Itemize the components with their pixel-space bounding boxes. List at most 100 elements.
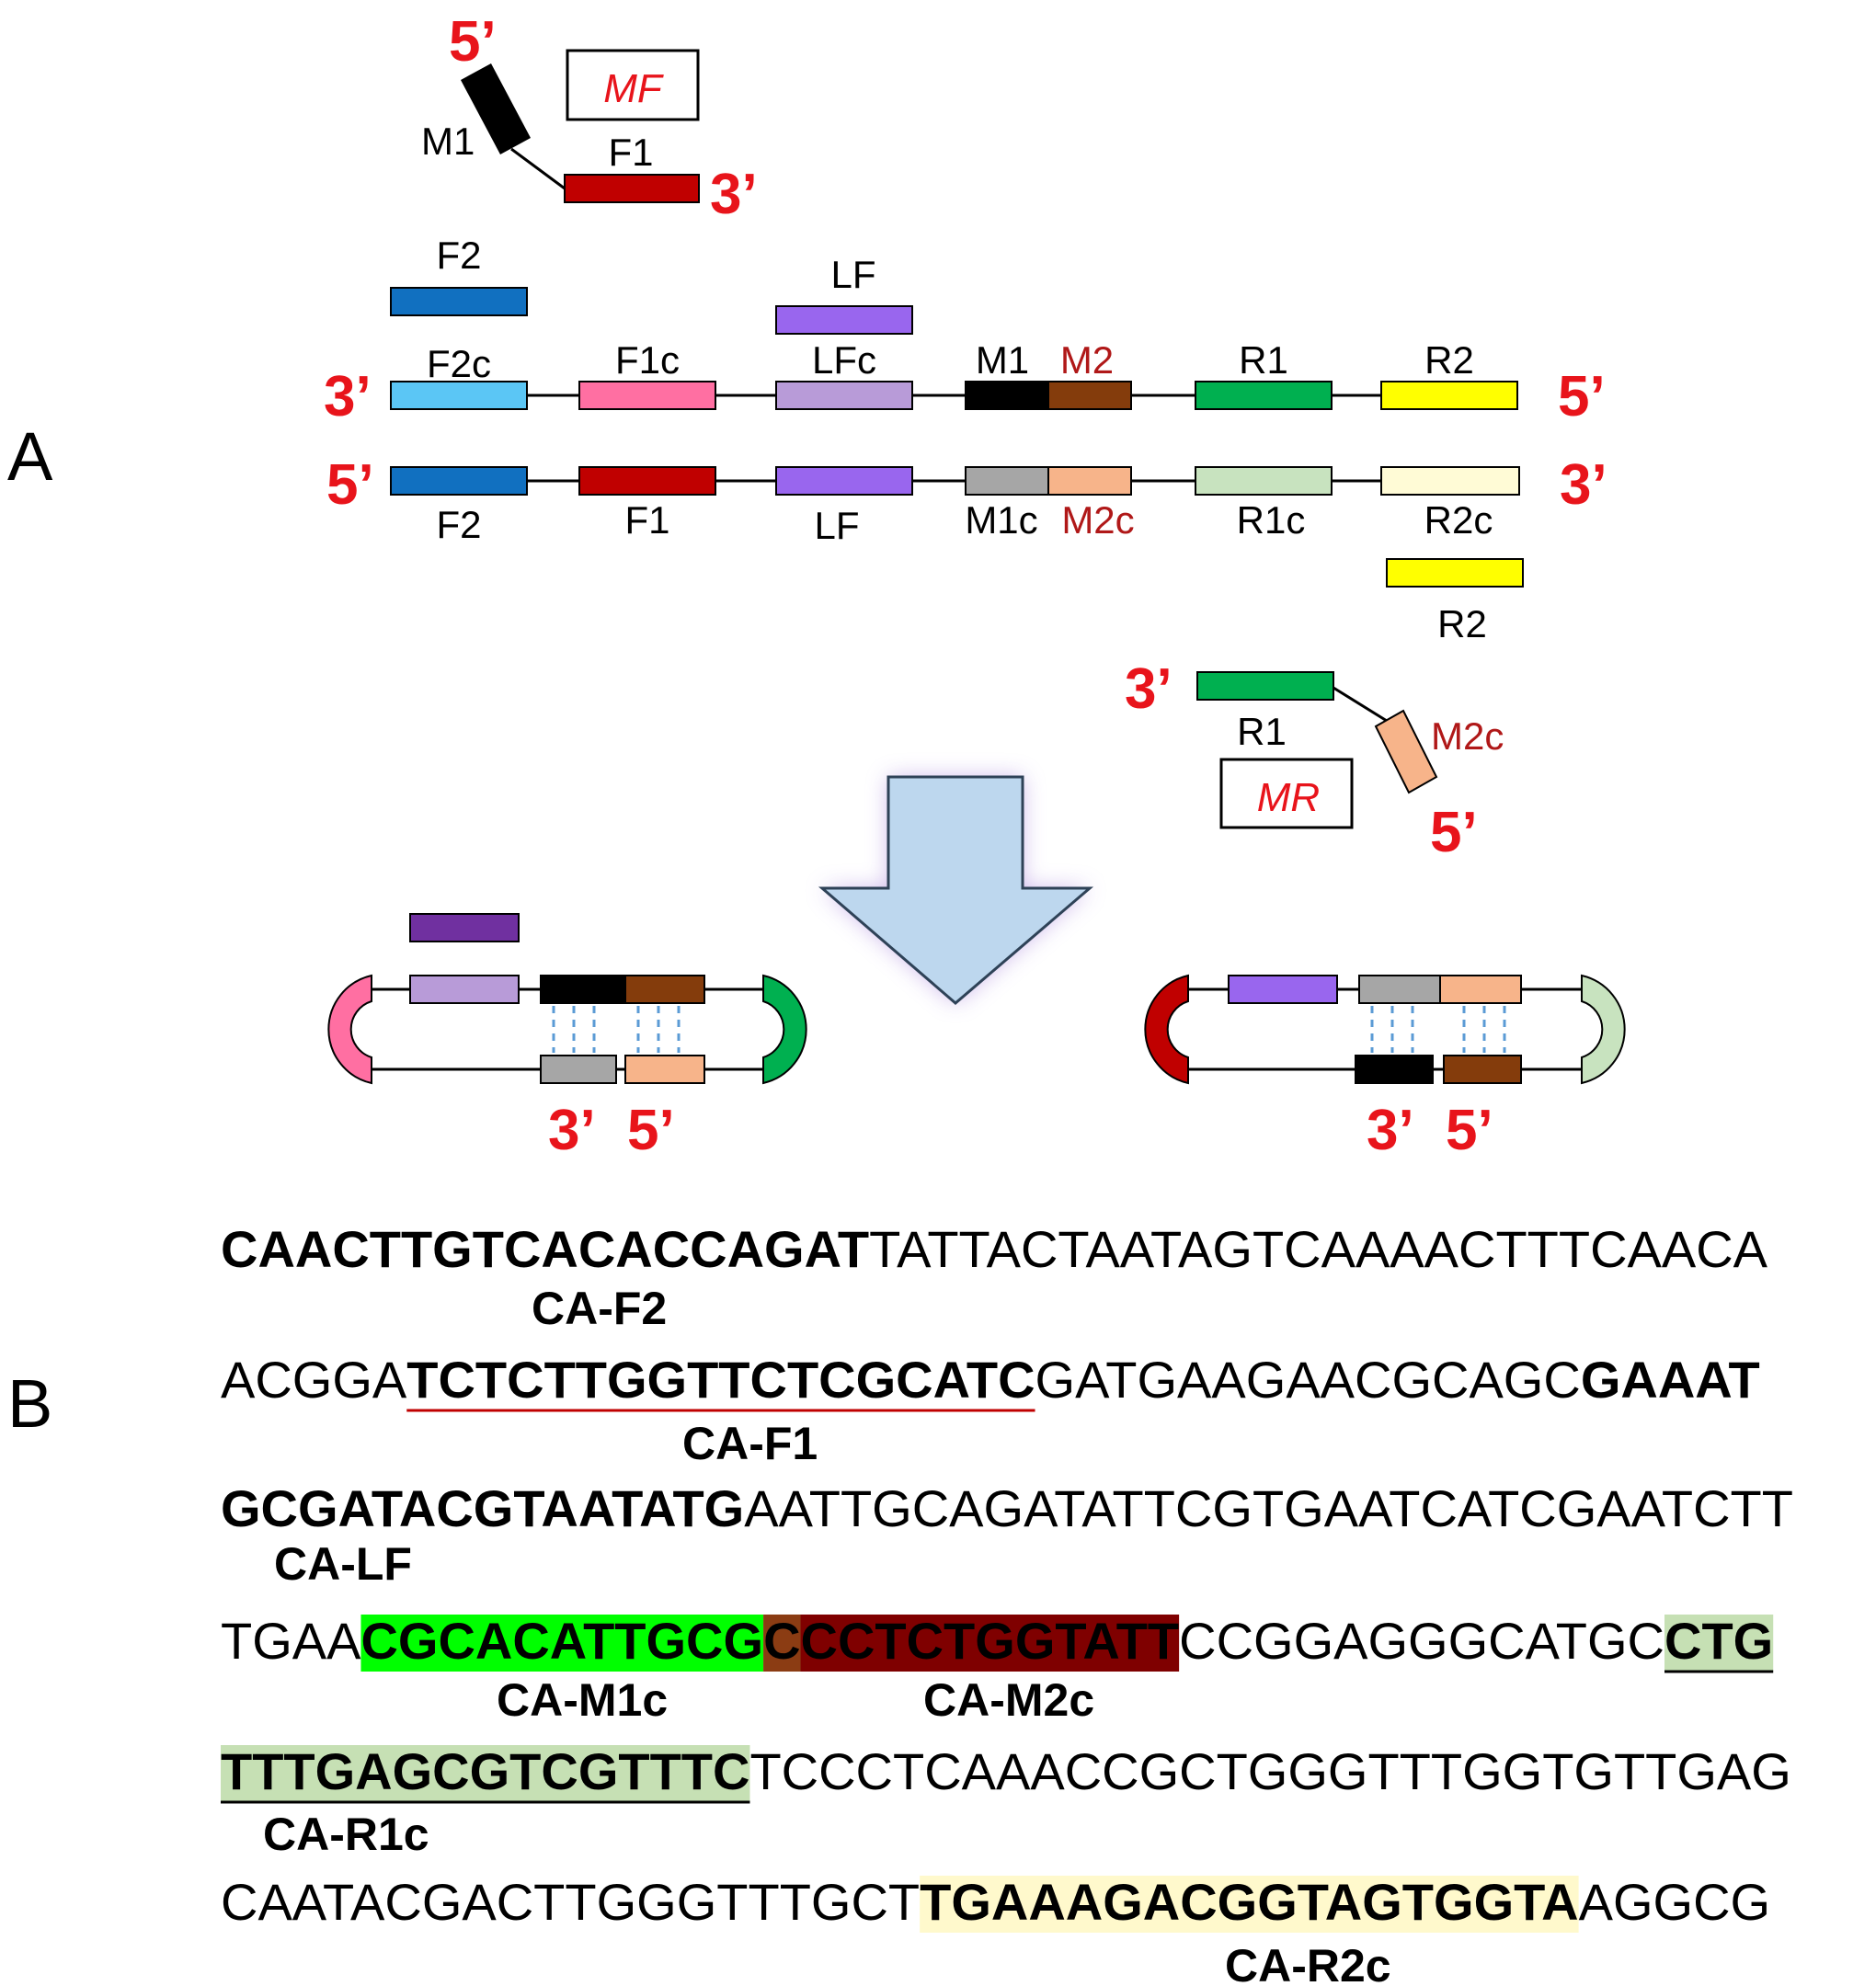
left-lfc-segment	[409, 975, 520, 1004]
m2c-segment	[1047, 466, 1132, 496]
top-three-prime-end: 3’	[324, 365, 372, 428]
m1-segment	[965, 381, 1049, 410]
mr-five-prime-end: 5’	[1430, 801, 1478, 864]
seq-run-lf: GCGATACGTAATATG	[221, 1479, 744, 1537]
seq-run-r1c: CTG	[1664, 1612, 1773, 1670]
r1c-label: R1c	[1237, 498, 1306, 542]
seq-label-ca-lf: CA-LF	[274, 1538, 412, 1590]
seq-run-plain: AATTGCAGATATTCGTGAATCATCGAATCTT	[744, 1479, 1793, 1537]
left-lf-primer	[409, 913, 520, 942]
seq-run-plain: TCCCTCAAACCGCTGGGTTTGGTGTTGAG	[749, 1742, 1790, 1800]
left-m1c-segment	[540, 1055, 617, 1084]
right-five-prime-end: 5’	[1446, 1099, 1493, 1162]
mf-box-label: MF	[603, 66, 664, 111]
right-base-pairing-marks	[1370, 1006, 1506, 1053]
left-m2c-segment	[624, 1055, 705, 1084]
left-f1c-loop	[327, 974, 372, 1085]
r1-segment	[1195, 381, 1333, 410]
r2c-segment	[1380, 466, 1520, 496]
mf-m1-label: M1	[421, 120, 475, 163]
m2-segment	[1047, 381, 1132, 410]
mf-five-prime-end: 5’	[449, 10, 497, 74]
seq-run-f1: TCTCTTGGTTCTCGCATC	[406, 1351, 1035, 1409]
right-dumbbell-structure: 3’ 5’	[1144, 974, 1626, 1162]
seq-run-plain: TATTACTAATAGTCAAAACTTTCAACA	[869, 1220, 1768, 1278]
mr-three-prime-end: 3’	[1125, 657, 1172, 721]
seq-label-ca-r2c: CA-R2c	[1225, 1940, 1391, 1986]
m1c-segment	[965, 466, 1049, 496]
template-strand-top: 3’ 5’ F2c F1c LFc M1 M2 R1 R2	[324, 338, 1606, 428]
right-m1c-segment	[1358, 975, 1441, 1004]
top-five-prime-end: 5’	[1558, 365, 1606, 428]
mf-primer: 5’ MF M1 F1 3’	[421, 10, 758, 226]
mr-r1-label: R1	[1237, 710, 1287, 753]
lf-primer-label: LF	[830, 253, 875, 296]
panel-label-b: B	[7, 1365, 52, 1442]
r2-primer	[1386, 558, 1524, 588]
seq-highlight	[763, 1615, 801, 1672]
f2-primer	[390, 287, 528, 316]
seq-run-overlap: C	[763, 1612, 800, 1670]
mf-box	[566, 49, 700, 121]
seq-run-plain: GATGAAGAACGCAGC	[1035, 1351, 1581, 1409]
left-r1-loop	[762, 974, 807, 1085]
seq-label-ca-m1c: CA-M1c	[497, 1674, 668, 1726]
seq-run-r1c: TTTGAGCGTCGTTTC	[221, 1742, 749, 1800]
f1c-label: F1c	[615, 338, 680, 382]
left-three-prime-end: 3’	[548, 1099, 596, 1162]
left-m2-segment	[624, 975, 705, 1004]
right-m2-segment	[1443, 1055, 1522, 1084]
bottom-five-prime-end: 5’	[326, 453, 374, 517]
mf-f1-segment	[564, 174, 700, 203]
lf-primer	[775, 305, 913, 335]
right-f1-loop	[1144, 974, 1189, 1085]
r1c-segment	[1195, 466, 1333, 496]
mr-box	[1219, 758, 1354, 829]
m2-label: M2	[1060, 338, 1114, 382]
down-arrow-icon	[818, 775, 1094, 1005]
seq-run-plain: TGAA	[221, 1612, 361, 1670]
left-five-prime-end: 5’	[627, 1099, 675, 1162]
left-dumbbell-structure: 3’ 5’	[327, 913, 807, 1162]
m1c-label: M1c	[965, 498, 1037, 542]
mr-r1-segment	[1196, 671, 1334, 701]
mr-box-label: MR	[1257, 775, 1320, 820]
mr-primer: 3’ M2c R1 MR 5’	[1125, 657, 1504, 864]
mr-linker	[1333, 686, 1388, 723]
mf-linker	[510, 147, 566, 190]
f2-segment	[390, 466, 528, 496]
right-m1-segment	[1355, 1055, 1434, 1084]
panel-label-a: A	[7, 418, 53, 495]
r2c-label: R2c	[1424, 498, 1493, 542]
sequence-underlines	[221, 1409, 1774, 1804]
left-base-pairing-marks	[552, 1006, 681, 1053]
seq-run-plain: ACGGA	[221, 1351, 407, 1409]
mf-three-prime-end: 3’	[710, 163, 758, 226]
f2c-segment	[390, 381, 528, 410]
seq-run-m2c: CCTCTGGTATT	[801, 1612, 1180, 1670]
right-m2c-segment	[1439, 975, 1522, 1004]
seq-run-r2c: TGAAAGACGGTAGTGGTA	[920, 1873, 1579, 1931]
sequence-highlights	[221, 1615, 1774, 1933]
r2-segment	[1380, 381, 1518, 410]
seq-run-plain: CCGGAGGGCATGC	[1179, 1612, 1664, 1670]
seq-run-m1c: CGCACATTGCG	[360, 1612, 763, 1670]
mf-f1-label: F1	[608, 131, 653, 174]
right-r1c-loop	[1581, 974, 1626, 1085]
seq-run-f2: CAACTTGTCACACCAGAT	[221, 1220, 869, 1278]
seq-highlight	[800, 1615, 1180, 1672]
m2c-label: M2c	[1061, 498, 1134, 542]
lf-segment	[775, 466, 913, 496]
f1c-segment	[578, 381, 716, 410]
mr-m2c-label: M2c	[1431, 714, 1504, 758]
r1-label: R1	[1239, 338, 1288, 382]
seq-highlight	[920, 1876, 1579, 1933]
seq-highlight	[221, 1745, 750, 1802]
seq-label-ca-f2: CA-F2	[532, 1283, 667, 1334]
seq-highlight	[1664, 1615, 1774, 1672]
seq-label-ca-f1: CA-F1	[682, 1418, 818, 1469]
bottom-three-prime-end: 3’	[1560, 453, 1607, 517]
